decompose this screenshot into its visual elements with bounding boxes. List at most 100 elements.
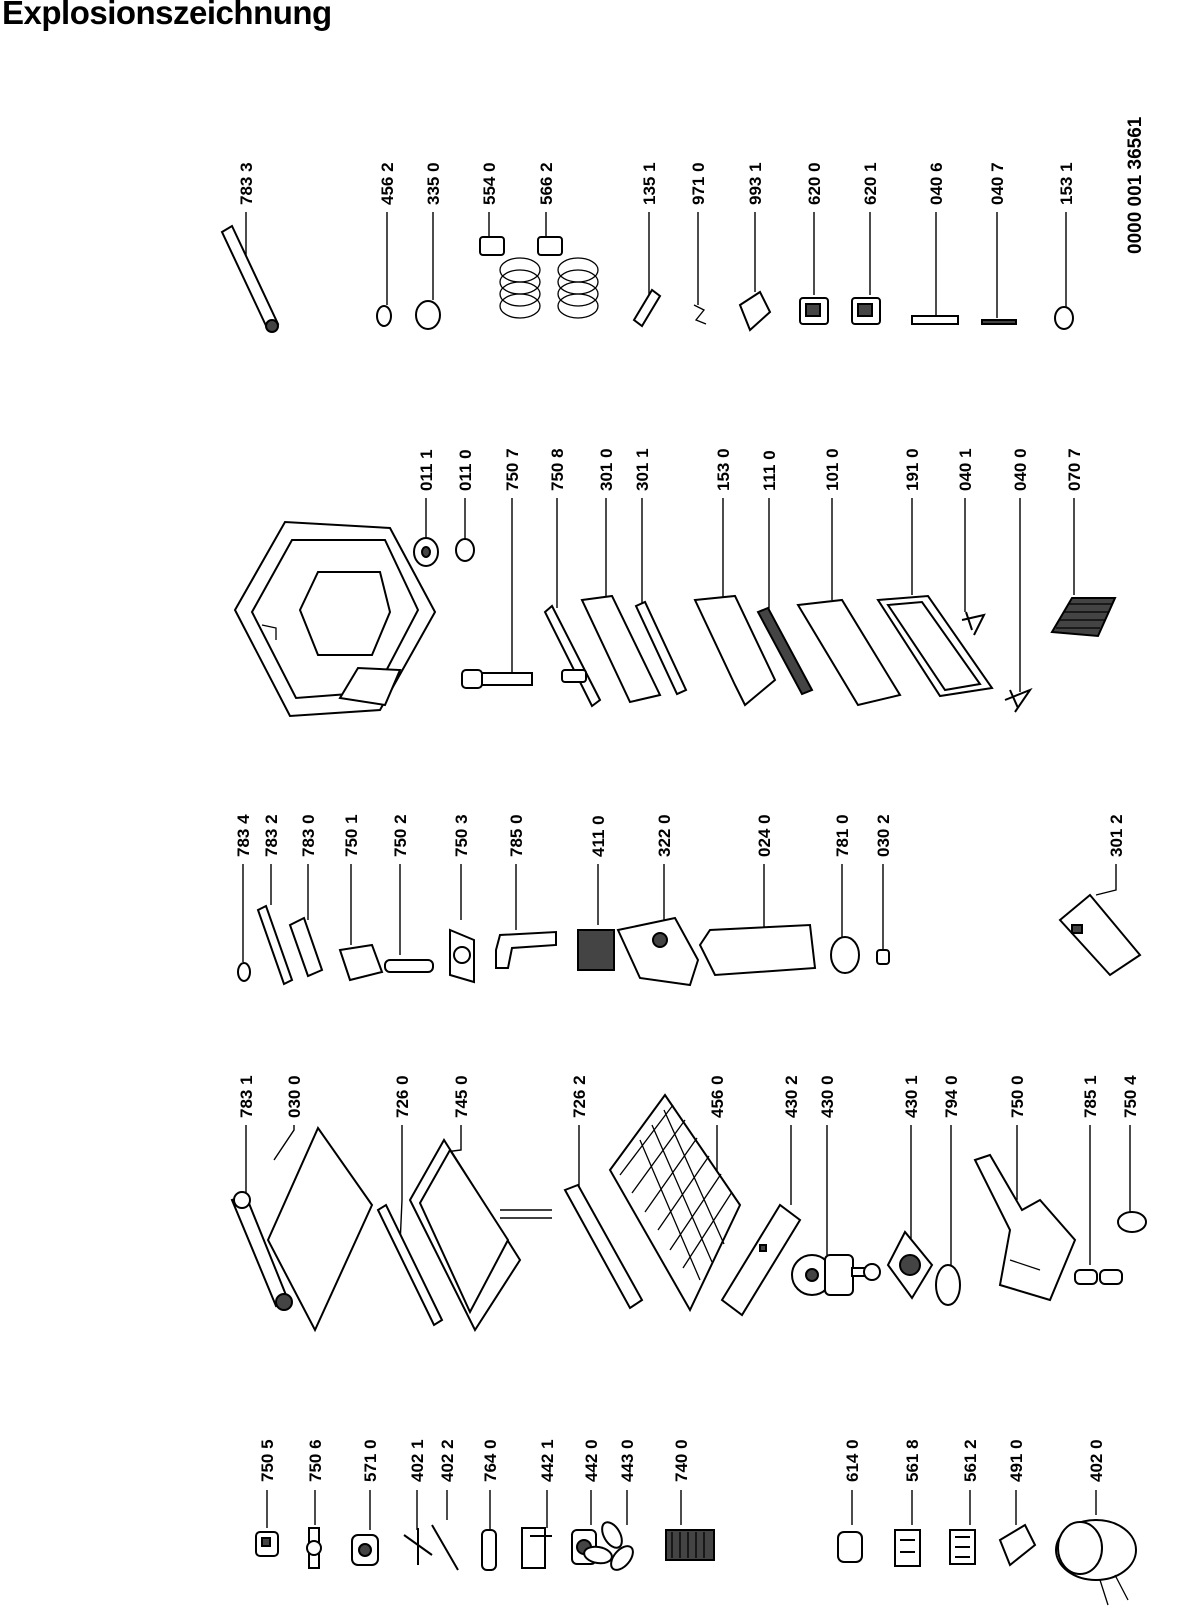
part-label-191-0: 191 0 xyxy=(903,448,922,491)
part-101-0-glass-shape xyxy=(796,598,902,707)
part-label-101-0: 101 0 xyxy=(823,448,842,491)
part-label-561-2: 561 2 xyxy=(961,1439,980,1482)
part-label-040-7: 040 7 xyxy=(988,162,1007,205)
part-411-0-shape xyxy=(577,929,615,971)
part-430-2-shape xyxy=(720,1203,802,1317)
document-number: 0000 001 36561 xyxy=(1125,116,1146,254)
part-030-0-shape xyxy=(266,1125,374,1333)
part-750-3-shape xyxy=(449,928,475,984)
part-label-785-0: 785 0 xyxy=(507,814,526,857)
part-label-993-1: 993 1 xyxy=(746,162,765,205)
part-label-442-1: 442 1 xyxy=(538,1439,557,1482)
part-750-0-duct-shape xyxy=(973,1153,1077,1302)
part-726-2-shape xyxy=(563,1183,644,1310)
column-1-parts: 750 5 750 6 571 0 402 1 402 2 764 0 442 … xyxy=(255,1439,1137,1606)
part-label-783-4: 783 4 xyxy=(234,814,253,857)
part-label-571-0: 571 0 xyxy=(361,1439,380,1482)
part-783-3-shape xyxy=(220,224,280,333)
part-label-561-8: 561 8 xyxy=(903,1439,922,1482)
part-750-8-shape xyxy=(543,604,602,708)
part-label-491-0: 491 0 xyxy=(1007,1439,1026,1482)
part-label-430-2: 430 2 xyxy=(782,1075,801,1118)
part-322-0-shape xyxy=(616,916,700,987)
part-label-456-2: 456 2 xyxy=(378,162,397,205)
part-label-070-7: 070 7 xyxy=(1065,448,1084,491)
part-label-040-6: 040 6 xyxy=(927,162,946,205)
part-783-1-shape xyxy=(230,1191,293,1311)
part-label-153-0: 153 0 xyxy=(714,448,733,491)
part-191-0-frame-shape xyxy=(876,594,994,698)
part-430-1-fan-shape xyxy=(886,1230,934,1300)
part-label-301-2: 301 2 xyxy=(1107,814,1126,857)
part-456-0-grid-shape xyxy=(608,1093,742,1313)
part-label-783-1: 783 1 xyxy=(237,1075,256,1118)
part-783-2-shape xyxy=(256,904,294,986)
part-301-1-shape xyxy=(634,600,688,696)
part-153-0-shelf-shape xyxy=(693,594,777,707)
part-750-2-shape xyxy=(384,959,434,973)
part-785-1-shape xyxy=(1074,1269,1123,1285)
part-label-620-0: 620 0 xyxy=(805,162,824,205)
part-111-0-shape xyxy=(756,606,814,696)
part-750-4-shape xyxy=(1117,1211,1147,1233)
part-783-0-shape xyxy=(288,916,324,978)
part-label-764-0: 764 0 xyxy=(481,1439,500,1482)
part-614-0-shape xyxy=(837,1531,863,1563)
part-794-0-ring-shape xyxy=(935,1264,961,1306)
part-label-456-0: 456 0 xyxy=(708,1075,727,1118)
part-764-0-shape xyxy=(481,1529,497,1571)
part-label-554-0: 554 0 xyxy=(480,162,499,205)
part-402-0-compressor-shape xyxy=(1055,1519,1137,1606)
part-label-301-0: 301 0 xyxy=(597,448,616,491)
part-label-402-2: 402 2 xyxy=(438,1439,457,1482)
part-785-0-shape xyxy=(495,930,557,969)
part-label-011-1: 011 1 xyxy=(417,449,436,491)
part-label-740-0: 740 0 xyxy=(672,1439,691,1482)
part-label-750-3: 750 3 xyxy=(452,814,471,857)
part-153-1-shape xyxy=(1054,306,1074,330)
part-label-443-0: 443 0 xyxy=(618,1439,637,1482)
column-3-parts: 783 4 783 2 783 0 750 1 750 2 750 3 785 … xyxy=(234,814,1142,987)
part-561-2-shape xyxy=(949,1529,976,1565)
part-750-1-shape xyxy=(338,943,384,982)
part-135-1-shape xyxy=(632,288,662,328)
part-024-0-tray-shape xyxy=(698,923,817,977)
part-456-2-shape xyxy=(376,305,392,327)
part-335-0-shape xyxy=(415,300,441,330)
part-030-2-shape xyxy=(876,949,890,965)
part-040-1-shape xyxy=(961,611,986,636)
part-label-750-2: 750 2 xyxy=(391,814,410,857)
part-402-1-shape xyxy=(403,1528,433,1565)
part-label-430-0: 430 0 xyxy=(818,1075,837,1118)
part-554-0-coil-shape xyxy=(479,236,541,319)
part-402-2-shape xyxy=(431,1524,459,1571)
part-label-794-0: 794 0 xyxy=(942,1075,961,1118)
part-label-153-1: 153 1 xyxy=(1057,162,1076,205)
part-label-111-0: 111 0 xyxy=(760,450,779,491)
part-040-6-shape xyxy=(911,315,959,325)
part-label-335-0: 335 0 xyxy=(424,162,443,205)
part-label-011-0: 011 0 xyxy=(456,449,475,491)
part-070-7-grille-shape xyxy=(1050,597,1117,638)
part-label-040-0: 040 0 xyxy=(1011,448,1030,491)
part-label-783-0: 783 0 xyxy=(299,814,318,857)
part-491-0-shape xyxy=(998,1523,1037,1567)
part-561-8-shape xyxy=(894,1529,921,1567)
part-993-1-shape xyxy=(738,290,772,332)
part-label-745-0: 745 0 xyxy=(452,1075,471,1118)
part-label-411-0: 411 0 xyxy=(589,815,608,857)
part-label-726-2: 726 2 xyxy=(570,1075,589,1118)
part-label-750-1: 750 1 xyxy=(342,814,361,857)
part-label-750-8: 750 8 xyxy=(548,448,567,491)
part-011-1-shape xyxy=(413,537,439,567)
part-040-7-shape xyxy=(981,319,1017,325)
part-cabinet-shape xyxy=(233,520,437,718)
part-783-4-shape xyxy=(237,962,251,982)
part-label-781-0: 781 0 xyxy=(833,814,852,857)
part-label-785-1: 785 1 xyxy=(1081,1075,1100,1118)
part-label-750-5: 750 5 xyxy=(258,1439,277,1482)
part-label-750-7: 750 7 xyxy=(503,448,522,491)
part-label-783-2: 783 2 xyxy=(262,814,281,857)
part-label-135-1: 135 1 xyxy=(640,162,659,205)
